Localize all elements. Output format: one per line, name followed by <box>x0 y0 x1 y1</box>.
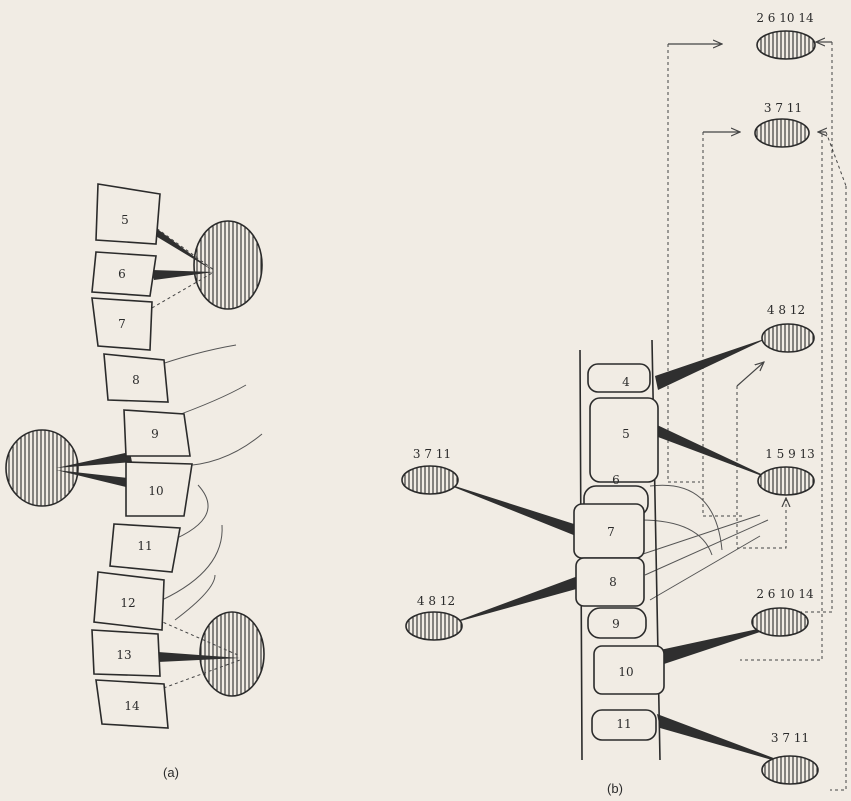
panel-b-target-label: 2 6 10 14 <box>756 587 814 601</box>
panel-b-target-label: 4 8 12 <box>417 594 455 608</box>
panel-b-seg-label: 8 <box>609 575 617 589</box>
panel-b-seg-label: 6 <box>612 473 620 487</box>
panel-a-seg-label: 5 <box>121 213 129 227</box>
panel-a-lower-ellipse <box>200 612 264 696</box>
panel-a-segment-column <box>92 184 192 728</box>
panel-b-target-label: 3 7 11 <box>771 731 809 745</box>
panel-b-target-label: 2 6 10 14 <box>756 11 814 25</box>
panel-b: 4 5 6 7 8 9 10 11 2 6 10 14 3 7 11 4 8 1… <box>402 11 846 796</box>
panel-b-seg-label: 4 <box>622 375 630 389</box>
panel-b-target-label: 1 5 9 13 <box>765 447 815 461</box>
panel-a-middle-ellipse <box>6 430 78 506</box>
panel-b-seg-label: 10 <box>618 665 633 679</box>
panel-a-seg-label: 14 <box>124 699 140 713</box>
panel-b-target-ellipse <box>762 756 818 784</box>
panel-b-segment-column <box>574 340 664 760</box>
panel-b-target-ellipse <box>755 119 809 147</box>
panel-b-caption: (b) <box>607 781 623 796</box>
panel-a-seg-label: 12 <box>120 596 135 610</box>
panel-b-target-label: 3 7 11 <box>764 101 802 115</box>
panel-b-target-label: 3 7 11 <box>413 447 451 461</box>
panel-a-seg-label: 7 <box>118 317 126 331</box>
panel-b-seg-label: 9 <box>612 617 620 631</box>
panel-a-seg-label: 11 <box>137 539 152 553</box>
panel-b-seg-label: 5 <box>622 427 630 441</box>
panel-b-seg-label: 7 <box>607 525 615 539</box>
panel-b-target-label: 4 8 12 <box>767 303 805 317</box>
panel-a-seg-label: 13 <box>116 648 131 662</box>
panel-a-caption: (a) <box>163 765 179 780</box>
panel-b-target-ellipse <box>758 467 814 495</box>
panel-a-seg-label: 6 <box>118 267 126 281</box>
panel-a-seg-label: 10 <box>148 484 163 498</box>
panel-b-target-ellipse <box>752 608 808 636</box>
panel-a-seg-label: 8 <box>132 373 140 387</box>
panel-b-target-ellipse <box>406 612 462 640</box>
panel-b-target-ellipse <box>402 466 458 494</box>
panel-a-seg-label: 9 <box>151 427 159 441</box>
panel-b-target-ellipse <box>757 31 815 59</box>
panel-b-seg-label: 11 <box>616 717 631 731</box>
panel-a: 5 6 7 8 9 10 11 12 13 14 (a) <box>6 184 264 780</box>
panel-b-target-ellipse <box>762 324 814 352</box>
